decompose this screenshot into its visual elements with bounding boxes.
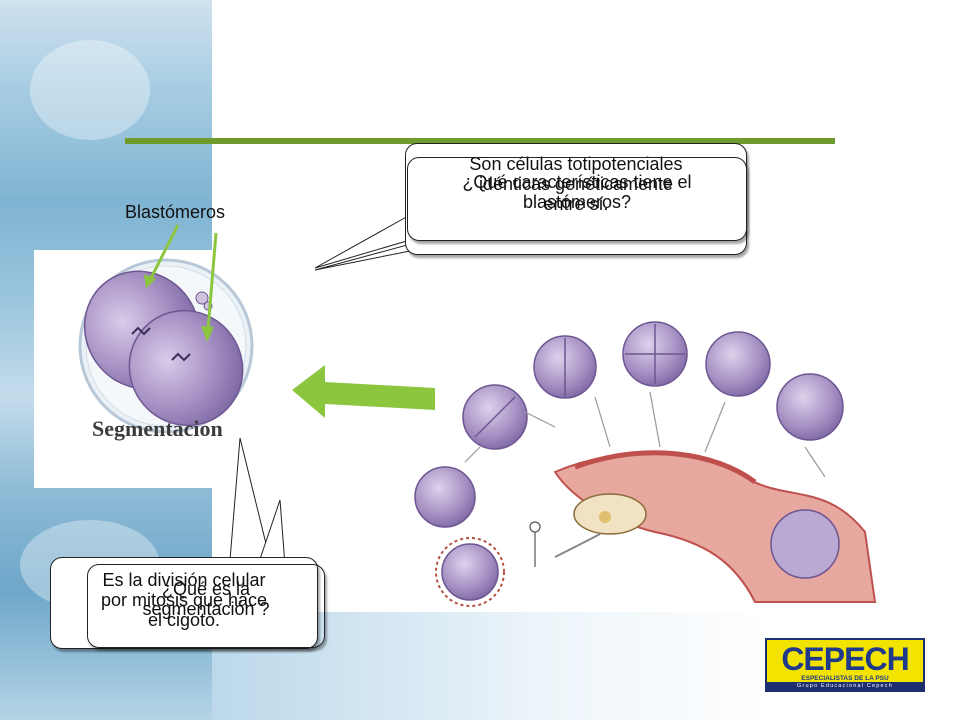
top-bubble-tail xyxy=(314,214,411,269)
bottom-front-bubble-tail xyxy=(257,499,286,566)
large-left-arrow xyxy=(292,365,435,418)
pointer-arrow-2 xyxy=(206,232,218,331)
question-line-2: blastómeros? xyxy=(522,192,632,212)
segmentacion-caption: Segmentacion xyxy=(92,416,223,441)
logo-strip: Grupo Educacional Cepech xyxy=(767,682,923,690)
pointer-arrow-1 xyxy=(148,224,180,281)
answer-bubble-top: Son células totipotenciales idénticas ge… xyxy=(405,143,747,255)
answer-bubble-bottom: Es la división celular por mitosis que h… xyxy=(50,557,318,649)
answer-bottom-line-2: por mitosis que hace xyxy=(100,590,268,610)
blastomeros-label: Blastómeros xyxy=(125,202,226,222)
question-bubble-bottom: ¿Qué es la segmentación ? xyxy=(87,564,325,648)
answer-line-2: idénticas genéticamente xyxy=(478,174,674,194)
pointer-arrowhead-1 xyxy=(144,274,156,288)
logo-name: CEPECH xyxy=(781,641,909,677)
question-bottom-line-2: segmentación ? xyxy=(142,599,270,619)
segmentation-image: Segmentacion xyxy=(34,250,286,488)
answer-line-1: Son células totipotenciales xyxy=(469,154,683,174)
two-cell-embryo-illustration xyxy=(78,258,254,434)
logo-tagline: ESPECIALISTAS DE LA PSU xyxy=(801,675,889,682)
answer-bottom-line-3: el cigoto. xyxy=(147,610,221,630)
pointer-arrowhead-2 xyxy=(201,326,214,342)
question-bottom-line-1: ¿Qué es la xyxy=(161,579,251,599)
question-bubble-top: ¿Qué características tiene el blastómero… xyxy=(407,157,747,241)
embryo-development-diagram xyxy=(405,302,925,612)
answer-line-3: entre sí. xyxy=(543,194,609,214)
cepech-logo: CEPECH ESPECIALISTAS DE LA PSU Grupo Edu… xyxy=(765,638,925,692)
answer-bottom-line-1: Es la división celular xyxy=(102,570,266,590)
question-line-1: ¿Qué características tiene el xyxy=(462,172,692,192)
bottom-bubble-tail xyxy=(229,437,271,561)
cleavage-stages-illustration xyxy=(414,321,877,607)
title-divider-line xyxy=(125,138,835,144)
